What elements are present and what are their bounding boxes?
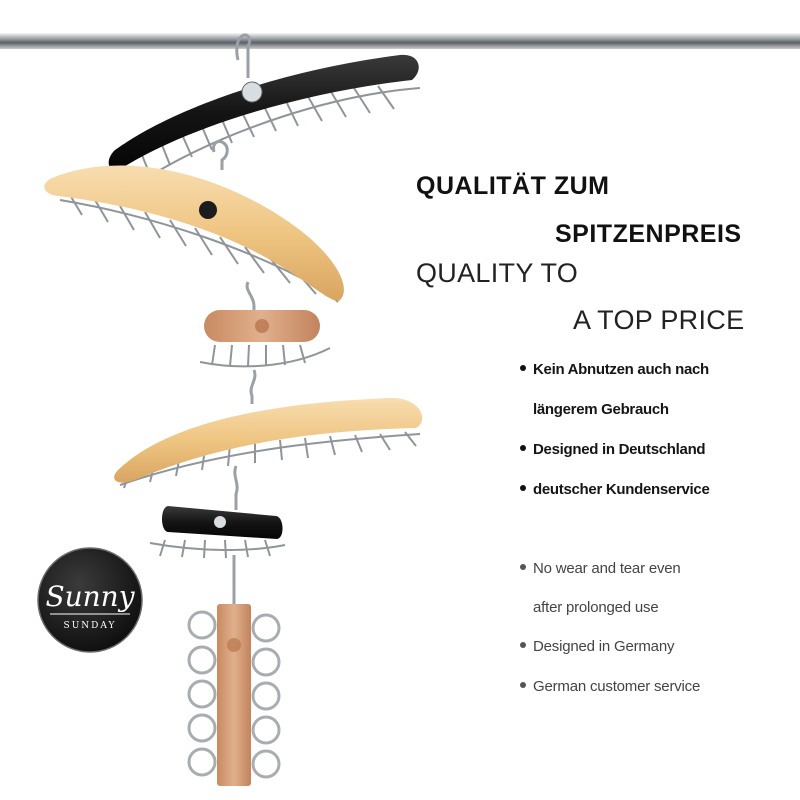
bullet-icon [520, 564, 526, 571]
cedar-scarf-ring-hanger-icon [187, 604, 281, 786]
bullet-icon [520, 365, 526, 372]
brand-logo: Sunny SUNDAY [37, 547, 143, 653]
logo-sub: SUNDAY [64, 621, 117, 631]
feature-de-1-text: Kein Abnutzen auch nach [533, 361, 709, 378]
feature-en-3: German customer service [520, 678, 700, 695]
feature-en-2-text: Designed in Germany [533, 638, 675, 655]
headline-de-line1: QUALITÄT ZUM [416, 172, 610, 200]
feature-en-1: No wear and tear even [520, 560, 681, 577]
feature-en-1-cont: after prolonged use [533, 599, 659, 616]
black-tie-hanger-icon [108, 54, 421, 176]
bullet-icon [520, 642, 526, 649]
feature-de-2: Designed in Deutschland [520, 441, 706, 458]
natural-tie-hanger-2-icon [114, 397, 423, 489]
small-cedar-hanger-icon [199, 310, 331, 368]
bullet-icon [520, 485, 526, 492]
headline-en-line2: A TOP PRICE [573, 305, 745, 335]
headline-de-line2: SPITZENPREIS [555, 220, 742, 248]
logo-script: Sunny [45, 580, 135, 613]
bullet-icon [520, 445, 526, 452]
feature-de-2-text: Designed in Deutschland [533, 441, 706, 458]
feature-de-3: deutscher Kundenservice [520, 481, 710, 498]
feature-de-3-text: deutscher Kundenservice [533, 481, 710, 498]
natural-tie-hanger-icon [44, 165, 344, 303]
rail-icon [0, 33, 800, 49]
feature-de-1-cont: längerem Gebrauch [533, 401, 669, 418]
bullet-icon [520, 682, 526, 689]
black-small-hanger-icon [149, 506, 286, 559]
feature-en-1-text: No wear and tear even [533, 560, 681, 577]
feature-en-2: Designed in Germany [520, 638, 674, 655]
feature-de-1: Kein Abnutzen auch nach [520, 361, 709, 378]
feature-en-3-text: German customer service [533, 678, 701, 695]
headline-en-line1: QUALITY TO [416, 258, 579, 288]
